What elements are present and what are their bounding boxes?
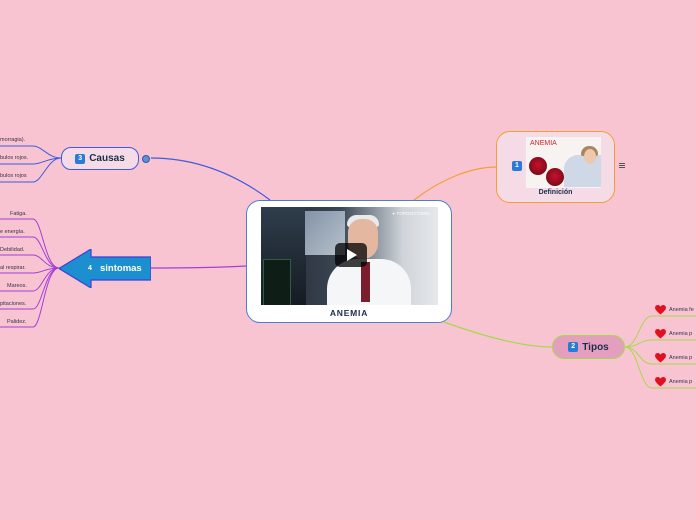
causas-item[interactable]: bulos rojos — [0, 173, 27, 179]
definicion-image: ANEMIA — [526, 137, 601, 188]
causas-branches — [0, 145, 62, 183]
heart-icon — [655, 353, 666, 363]
arrow-shape-icon — [59, 249, 151, 288]
sintomas-branches — [0, 218, 60, 328]
topic-definicion[interactable]: 1 ANEMIA Definición — [496, 131, 615, 203]
tipos-item-label: Anemia p — [669, 330, 693, 337]
heart-icon — [655, 329, 666, 339]
tipos-item[interactable]: Anemia p — [655, 377, 692, 387]
video-logo: ⌖ TOPDOCTORS — [392, 211, 430, 216]
topic-tipos[interactable]: 2 Tipos — [552, 335, 625, 359]
topic-causas[interactable]: 3 Causas — [61, 147, 139, 170]
tipos-item-label: Anemia p — [669, 354, 693, 361]
topic-sintomas-label: sintomas — [100, 263, 142, 274]
tipos-item[interactable]: Anemia fe — [655, 305, 694, 315]
number-badge-icon: 3 — [75, 153, 86, 164]
sintomas-item[interactable]: Mareos. — [7, 283, 27, 289]
central-title: ANEMIA — [329, 308, 369, 318]
play-icon[interactable] — [335, 243, 367, 267]
topic-causas-label: Causas — [89, 153, 125, 164]
heart-icon — [655, 305, 666, 315]
connector-definicion — [413, 166, 498, 201]
video-thumbnail[interactable]: ⌖ TOPDOCTORS — [261, 207, 438, 305]
tipos-item[interactable]: Anemia p — [655, 329, 692, 339]
topic-sintomas[interactable]: 4 sintomas — [59, 249, 151, 288]
red-cell-icon — [546, 168, 564, 186]
sintomas-item[interactable]: Fatiga. — [10, 211, 27, 217]
tipos-item-label: Anemia p — [669, 378, 693, 385]
number-badge-icon: 4 — [85, 263, 95, 274]
causas-item[interactable]: morragia). — [0, 137, 26, 143]
connector-tipos — [443, 321, 553, 348]
connector-causas — [150, 157, 271, 201]
tipos-branches — [624, 315, 696, 389]
sintomas-item[interactable]: Debilidad. — [0, 247, 25, 253]
note-icon[interactable] — [619, 163, 625, 169]
sintomas-item[interactable]: e energía. — [0, 229, 25, 235]
central-topic[interactable]: ⌖ TOPDOCTORS ANEMIA — [246, 200, 452, 323]
number-badge-icon: 2 — [568, 342, 579, 352]
connector-sintomas — [150, 265, 247, 269]
sintomas-item[interactable]: Palidez. — [7, 319, 27, 325]
tipos-item-label: Anemia fe — [669, 306, 694, 313]
link-icon[interactable] — [142, 155, 150, 163]
red-cell-icon — [529, 157, 547, 175]
topic-definicion-label: Definición — [538, 189, 573, 196]
sintomas-item[interactable]: pitaciones. — [0, 301, 27, 307]
topic-tipos-label: Tipos — [582, 341, 609, 353]
number-badge-icon: 1 — [512, 161, 522, 171]
definicion-image-title: ANEMIA — [530, 140, 557, 147]
sintomas-item[interactable]: al respirar. — [0, 265, 26, 271]
tipos-item[interactable]: Anemia p — [655, 353, 692, 363]
causas-item[interactable]: bulos rojos. — [0, 155, 29, 161]
heart-icon — [655, 377, 666, 387]
